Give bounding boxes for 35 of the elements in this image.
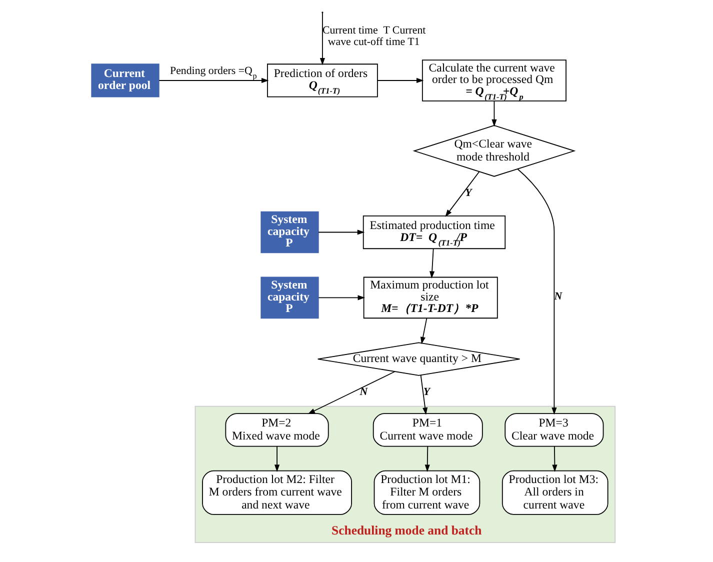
arrow <box>318 295 365 300</box>
arrow <box>420 374 428 415</box>
arrow <box>274 446 280 472</box>
arrow <box>158 78 268 84</box>
node-diamond: Current wave quantity > M <box>316 342 520 376</box>
arrow <box>491 100 496 127</box>
node-box: Maximum production lot size M=（T1-T-DT）*P <box>362 276 498 319</box>
node-box: PM=3 Clear wave mode <box>504 413 604 447</box>
edge-label: N <box>554 290 562 303</box>
node-box: Prediction of orders Q$_{(T1-T)}$ <box>266 64 378 98</box>
edge-label: Current time T Current wave cut-off time T1 <box>322 24 426 48</box>
node-box: PM=1 Current wave mode <box>372 413 482 447</box>
node-box: Production lot M2: Filter M orders from current wave and next wave <box>202 470 352 515</box>
edge-label: Y <box>464 186 472 199</box>
node-box: System capacity P <box>260 276 318 319</box>
edge-label: Y <box>422 386 430 398</box>
node-box: System capacity P <box>260 211 318 254</box>
node-box: Production lot M3: All orders in current wave <box>501 470 608 515</box>
arrow <box>552 446 557 472</box>
arrow <box>420 318 427 344</box>
node-box: PM=2 Mixed wave mode <box>224 413 328 447</box>
arrow <box>318 230 364 235</box>
edge-label: Pending orders =Q$_{p}$ <box>170 64 256 80</box>
arrow <box>376 78 424 84</box>
node-box: Estimated production time DT= Q$_{(T1-T)}$/P <box>362 215 506 250</box>
arrow <box>424 446 430 472</box>
arrow <box>444 171 480 217</box>
arrow <box>307 371 395 414</box>
edge-label: N <box>359 386 368 398</box>
arrow <box>516 168 556 415</box>
node-box: Production lot M1: Filter M orders from current wave <box>373 470 480 515</box>
arrow <box>319 12 325 66</box>
node-diamond: Qm<Clear wave mode threshold <box>412 125 576 177</box>
arrow <box>429 248 434 278</box>
node-box: Current order pool <box>90 64 159 98</box>
